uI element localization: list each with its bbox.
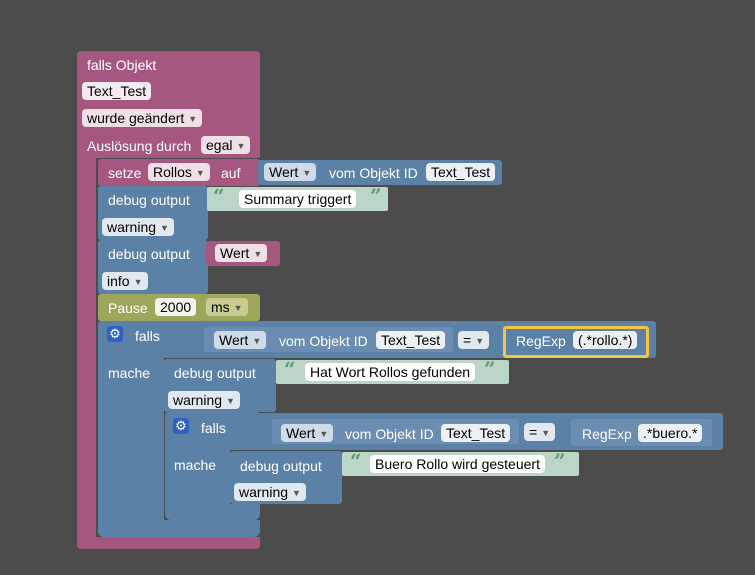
string-block[interactable]: “ Summary triggert ” [207, 184, 388, 211]
if-label: falls [201, 420, 226, 436]
dropdown-arrow-icon: ▼ [302, 168, 312, 178]
regexp-label: RegExp [516, 333, 566, 349]
if-block-bottom-bar [165, 504, 260, 518]
from-object-label: vom Objekt ID [329, 165, 418, 181]
value-dropdown[interactable]: Wert▼ [215, 244, 268, 262]
regexp-label: RegExp [582, 426, 632, 442]
dropdown-arrow-icon: ▼ [133, 277, 143, 287]
dropdown-arrow-icon: ▼ [233, 303, 243, 313]
open-quote-icon: “ [350, 449, 362, 473]
pause-value-field[interactable]: 2000 [155, 298, 197, 316]
string-value[interactable]: Summary triggert [239, 190, 357, 208]
trigger-dropdown[interactable]: egal▼ [201, 136, 251, 154]
condition-dropdown[interactable]: wurde geändert▼ [82, 109, 203, 127]
pause-label: Pause [108, 300, 148, 316]
dropdown-arrow-icon: ▼ [160, 223, 169, 233]
regexp-value-field[interactable]: (.*rollo.*) [573, 331, 638, 349]
to-label: auf [221, 165, 241, 181]
debug-label: debug output [174, 365, 256, 381]
gear-icon[interactable]: ⚙ [107, 326, 123, 342]
object-id-field[interactable]: Text_Test [441, 424, 511, 442]
gear-icon[interactable]: ⚙ [173, 418, 189, 434]
regexp-value-field[interactable]: .*buero.* [638, 424, 703, 442]
debug-level-dropdown[interactable]: warning▼ [102, 218, 174, 236]
operator-dropdown[interactable]: =▼ [524, 423, 556, 441]
dropdown-arrow-icon: ▼ [475, 336, 485, 346]
dropdown-arrow-icon: ▼ [541, 428, 551, 438]
operator-dropdown[interactable]: =▼ [458, 331, 490, 349]
close-quote-icon: ” [554, 449, 566, 473]
dropdown-arrow-icon: ▼ [188, 114, 198, 124]
string-block[interactable]: “ Hat Wort Rollos gefunden ” [276, 357, 509, 384]
object-id-field[interactable]: Text_Test [376, 331, 446, 349]
close-quote-icon: ” [484, 357, 496, 381]
set-label: setze [108, 165, 142, 181]
from-object-label: vom Objekt ID [345, 426, 434, 442]
dropdown-arrow-icon: ▼ [292, 488, 301, 498]
pause-unit-dropdown[interactable]: ms▼ [206, 298, 248, 316]
dropdown-arrow-icon: ▼ [195, 168, 205, 178]
dropdown-arrow-icon: ▼ [252, 336, 262, 346]
do-label: mache [108, 365, 151, 381]
close-quote-icon: ” [370, 184, 382, 208]
string-value[interactable]: Buero Rollo wird gesteuert [370, 455, 545, 473]
trigger-label: Auslösung durch [87, 138, 192, 154]
event-title: falls Objekt [87, 57, 157, 73]
debug-label: debug output [108, 192, 190, 208]
debug-level-dropdown[interactable]: warning▼ [234, 483, 306, 501]
object-id-field[interactable]: Text_Test [82, 82, 152, 100]
variable-dropdown[interactable]: Rollos▼ [148, 163, 210, 181]
do-label: mache [174, 457, 217, 473]
open-quote-icon: “ [284, 357, 296, 381]
debug-label: debug output [240, 458, 322, 474]
string-block[interactable]: “ Buero Rollo wird gesteuert ” [342, 449, 579, 476]
dropdown-arrow-icon: ▼ [253, 249, 263, 259]
debug-level-dropdown[interactable]: warning▼ [168, 391, 240, 409]
value-type-dropdown[interactable]: Wert▼ [264, 163, 317, 181]
dropdown-arrow-icon: ▼ [226, 396, 235, 406]
from-object-label: vom Objekt ID [279, 333, 368, 349]
if-label: falls [135, 328, 160, 344]
value-type-dropdown[interactable]: Wert▼ [214, 331, 267, 349]
string-value[interactable]: Hat Wort Rollos gefunden [305, 363, 476, 381]
dropdown-arrow-icon: ▼ [319, 429, 329, 439]
open-quote-icon: “ [213, 184, 225, 208]
debug-level-dropdown[interactable]: info▼ [102, 272, 148, 290]
value-type-dropdown[interactable]: Wert▼ [281, 424, 334, 442]
if-block-bottom-bar [98, 520, 193, 537]
object-id-field[interactable]: Text_Test [426, 163, 496, 181]
dropdown-arrow-icon: ▼ [236, 141, 246, 151]
debug-label: debug output [108, 246, 190, 262]
